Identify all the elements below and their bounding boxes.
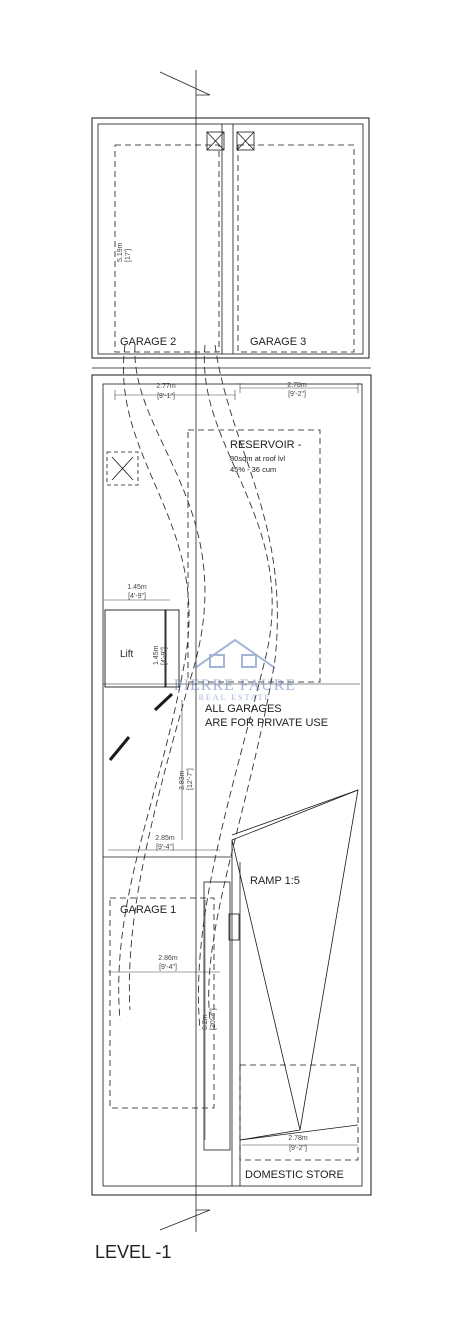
label-lift: Lift bbox=[120, 649, 134, 660]
section-line bbox=[159, 70, 211, 1232]
watermark-sub: REAL ESTATE bbox=[199, 693, 272, 702]
dim-d2-ft: [9'-1"] bbox=[157, 393, 175, 400]
label-ramp: RAMP 1:5 bbox=[250, 875, 300, 887]
dim-d7-ft: [9'-4"] bbox=[156, 844, 174, 851]
dim-d4-m: 1.45m bbox=[127, 584, 147, 591]
note-line-2: ARE FOR PRIVATE USE bbox=[205, 717, 328, 729]
dim-d1: 5.19m [17'] bbox=[117, 242, 132, 262]
dim-d10-ft: [9'-2"] bbox=[289, 1145, 307, 1152]
dim-d9-ft: [20'-4"] bbox=[210, 1008, 217, 1030]
dim-d7-m: 2.85m bbox=[155, 835, 175, 842]
dim-d6-ft: [12'-7"] bbox=[187, 768, 194, 790]
dim-d10-m: 2.78m bbox=[288, 1135, 308, 1142]
label-domestic-store: DOMESTIC STORE bbox=[245, 1169, 344, 1181]
dim-d3-m: 2.78m bbox=[287, 382, 307, 389]
label-reservoir-area: 80sqm at roof lvl bbox=[230, 454, 285, 463]
dim-d8-ft: [9'-4"] bbox=[159, 964, 177, 971]
label-garage-1: GARAGE 1 bbox=[120, 904, 176, 916]
label-reservoir-volume: 45% - 36 cum bbox=[230, 465, 276, 474]
dim-d1-m: 5.19m bbox=[117, 242, 124, 262]
dim-d2-m: 2.77m bbox=[156, 383, 176, 390]
dimension-lines bbox=[103, 383, 359, 1146]
house-logo-icon bbox=[194, 638, 276, 669]
dim-d6-m: 3.83m bbox=[179, 770, 186, 790]
watermark-name: PIERRE FAURE bbox=[174, 677, 296, 694]
watermark: PIERRE FAURE REAL ESTATE bbox=[174, 638, 296, 702]
level-title: LEVEL -1 bbox=[95, 1242, 171, 1262]
swept-path-curves bbox=[118, 344, 278, 1031]
dim-d9: 6.2m [20'-4"] bbox=[202, 1008, 217, 1030]
dim-d4-ft: [4'-9"] bbox=[128, 593, 146, 600]
label-reservoir: RESERVOIR - bbox=[230, 439, 302, 451]
dim-d3-ft: [9'-2"] bbox=[288, 391, 306, 398]
dim-d5-m: 1.45m bbox=[153, 645, 160, 665]
dim-d6: 3.83m [12'-7"] bbox=[179, 768, 194, 790]
dim-d9-m: 6.2m bbox=[202, 1014, 209, 1030]
label-garage-3: GARAGE 3 bbox=[250, 336, 306, 348]
label-garage-2: GARAGE 2 bbox=[120, 336, 176, 348]
lower-main-block bbox=[91, 367, 372, 1196]
dim-d5-ft: [4'-9"] bbox=[161, 647, 168, 665]
upper-garages-block bbox=[91, 117, 370, 359]
note-line-1: ALL GARAGES bbox=[205, 703, 282, 715]
dim-d5: 1.45m [4'-9"] bbox=[153, 645, 168, 665]
dim-d1-ft: [17'] bbox=[125, 249, 132, 262]
dim-d8-m: 2.86m bbox=[158, 955, 178, 962]
